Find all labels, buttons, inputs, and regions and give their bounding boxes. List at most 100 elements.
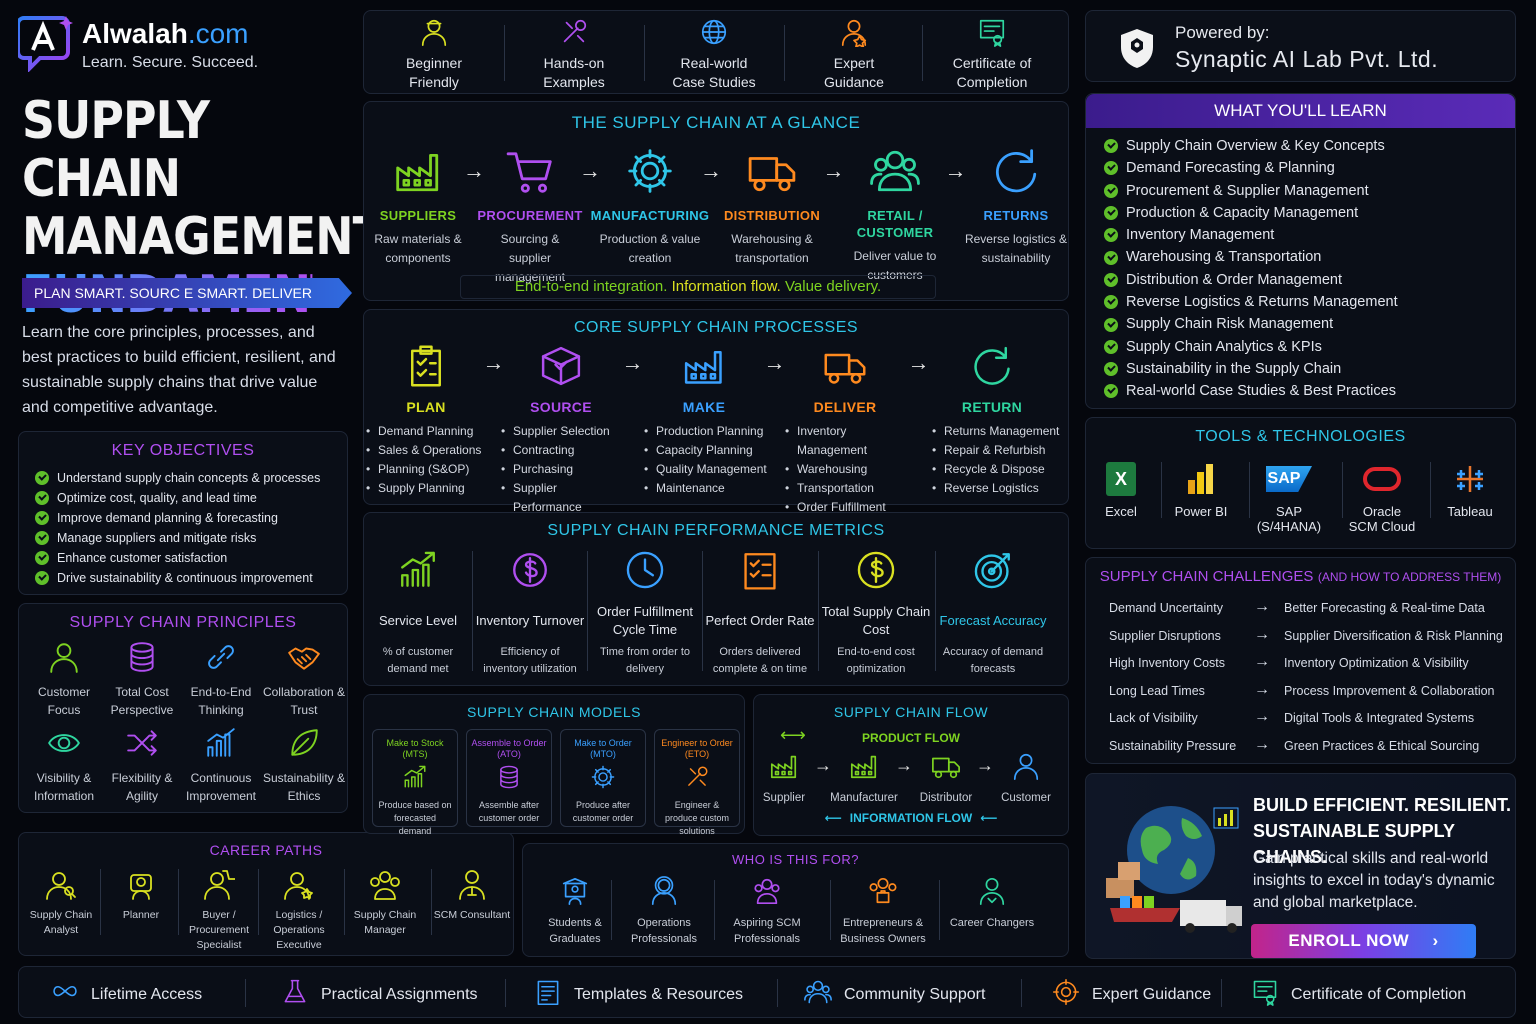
arrow-right-icon: → — [700, 158, 722, 183]
factory-icon — [769, 751, 799, 786]
logo-a-icon — [18, 16, 73, 72]
flask-icon — [281, 978, 309, 1011]
bottom-feature: Lifetime Access — [51, 978, 202, 1011]
metric-name: Forecast Accuracy — [939, 613, 1047, 628]
processes-panel: CORE SUPPLY CHAIN PROCESSES PLANDemand P… — [363, 309, 1069, 517]
tableau-logo-icon — [1430, 460, 1510, 498]
career-item: Planner — [100, 869, 182, 923]
model-card: Make to Stock(MTS)Produce based on forec… — [372, 729, 458, 836]
glance-footer-a: End-to-end integration. — [514, 278, 668, 295]
principle-item: End-to-End Thinking — [179, 640, 263, 719]
objective-item: Drive sustainability & continuous improv… — [35, 568, 320, 588]
process-name: DELIVER — [813, 399, 877, 415]
divider — [472, 551, 473, 671]
glance-footer-b: Information flow. — [671, 278, 781, 295]
analyst-icon — [45, 869, 77, 906]
return-icon — [970, 344, 1014, 393]
checklist-icon — [739, 549, 781, 596]
process-bullet: Sales & Operations — [366, 441, 494, 460]
bottom-feature-label: Community Support — [844, 985, 986, 1003]
dollar-cycle-icon — [509, 549, 551, 596]
tool-item: Power BI — [1161, 460, 1241, 519]
arrow-right-icon: → — [763, 350, 786, 375]
gear-expert-icon — [1052, 978, 1080, 1011]
expert-icon — [839, 17, 869, 52]
logistics-icon — [283, 869, 315, 906]
buyer-icon — [203, 869, 236, 906]
model-desc: Assemble after customer order — [478, 800, 540, 823]
process-bullets: Demand PlanningSales & OperationsPlannin… — [366, 422, 494, 498]
bottom-feature: Expert Guidance — [1052, 978, 1211, 1011]
excel-logo-box: X — [1106, 462, 1136, 496]
process-bullets: Inventory ManagementWarehousingTransport… — [785, 422, 913, 517]
arrow-right-icon: → — [822, 158, 845, 183]
process-bullet: Purchasing — [501, 460, 629, 479]
career-name: Buyer / Procurement Specialist — [188, 909, 250, 951]
divider — [702, 551, 703, 671]
process-bullet: Contracting — [501, 441, 629, 460]
hero-banner: PLAN SMART. SOURC E SMART. DELIVER VALUE… — [22, 278, 352, 308]
handshake-icon — [287, 640, 321, 679]
divider — [258, 869, 259, 935]
arrow-right-icon: → — [907, 350, 930, 375]
challenges-title: SUPPLY CHAIN CHALLENGES (AND HOW TO ADDR… — [1086, 568, 1515, 586]
learn-item: Real-world Case Studies & Best Practices — [1104, 380, 1398, 402]
sap-logo-box: SAP — [1266, 466, 1312, 492]
divider — [714, 880, 715, 940]
divider — [1021, 979, 1022, 1007]
metrics-panel: SUPPLY CHAIN PERFORMANCE METRICS Service… — [363, 512, 1069, 686]
flow-node-label: Supplier — [762, 792, 806, 804]
principle-name: Collaboration & Trust — [262, 685, 346, 717]
glance-stage-desc: Sourcing & supplier management — [494, 232, 566, 284]
glance-stage-desc: Production & value creation — [599, 232, 701, 265]
metric-name: Order Fulfillment Cycle Time — [596, 604, 694, 637]
process-bullet: Supplier Performance — [501, 479, 629, 517]
process-name: RETURN — [961, 399, 1023, 415]
process-bullet: Inventory Management — [785, 422, 913, 460]
tool-name: Tableau — [1447, 504, 1493, 519]
divider — [1221, 979, 1222, 1007]
feature-item: Certificate of Completion — [922, 17, 1062, 92]
process-name: PLAN — [406, 399, 446, 415]
model-desc: Produce after customer order — [572, 800, 634, 823]
objective-item: Manage suppliers and mitigate risks — [35, 528, 320, 548]
model-card: Assemble to Order(ATO)Assemble after cus… — [466, 729, 552, 827]
arrow-right-icon: → — [895, 755, 913, 775]
process-step: DELIVER Inventory ManagementWarehousingTr… — [777, 344, 913, 517]
objective-item: Improve demand planning & forecasting — [35, 508, 320, 528]
bottom-feature: Templates & Resources — [534, 978, 743, 1011]
divider — [1430, 462, 1431, 518]
arrow-right-icon: → — [1254, 708, 1270, 725]
arrow-right-icon: → — [482, 350, 505, 375]
principle-item: Total Cost Perspective — [100, 640, 184, 719]
learn-item: Procurement & Supplier Management — [1104, 180, 1398, 202]
divider — [1249, 462, 1250, 518]
challenge-solution: Better Forecasting & Real-time Data — [1284, 601, 1485, 615]
ops-icon — [649, 876, 679, 911]
model-desc: Engineer & produce custom solutions — [664, 800, 730, 836]
truck-icon — [747, 146, 797, 201]
principle-name: Continuous Improvement — [185, 771, 257, 803]
bars-icon — [204, 726, 238, 765]
divider — [935, 551, 936, 671]
cta-headline-line2: SUSTAINABLE SUPPLY CHAINS. — [1253, 821, 1455, 867]
sap-logo-icon: SAP — [1249, 460, 1329, 498]
audience-item: Students & Graduates — [522, 876, 628, 947]
challenge-solution: Inventory Optimization & Visibility — [1284, 656, 1469, 670]
chart-up-icon — [402, 764, 428, 795]
model-abbr: (ATO) — [497, 749, 521, 759]
model-desc: Produce based on forecasted demand — [378, 800, 452, 836]
models-panel: SUPPLY CHAIN MODELS Make to Stock(MTS)Pr… — [363, 694, 745, 836]
divider — [922, 25, 923, 81]
enroll-now-button[interactable]: ENROLL NOW › — [1251, 924, 1476, 958]
sap-logo-text: SAP — [1267, 470, 1301, 487]
process-bullet: Warehousing — [785, 460, 913, 479]
chevron-right-icon: › — [1432, 931, 1439, 950]
divider — [505, 979, 506, 1007]
link-icon — [204, 640, 238, 679]
brand-tld: .com — [187, 18, 249, 49]
box-icon — [539, 344, 583, 393]
